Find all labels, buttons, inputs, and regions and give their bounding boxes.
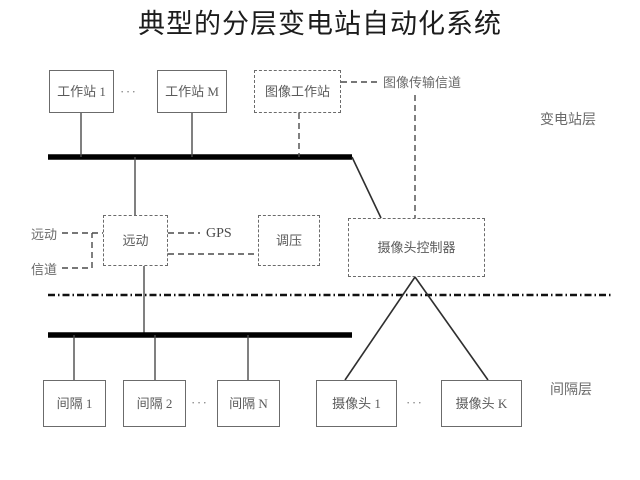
label-remote-channel-line1: 远动	[31, 227, 58, 242]
label-station-level: 变电站层	[540, 113, 596, 128]
node-workstation-1[interactable]: 工作站 1	[49, 70, 114, 113]
node-label: 调压	[275, 233, 302, 248]
node-label: 摄像头控制器	[377, 240, 456, 255]
label-gps: GPS	[206, 226, 232, 241]
label-remote-channel-line2: 信道	[31, 262, 58, 277]
wire-controller-to-camera1	[344, 276, 416, 381]
label-bay-level: 间隔层	[550, 383, 592, 398]
node-label: 摄像头 K	[455, 396, 508, 411]
bay-ellipsis: ···	[191, 395, 209, 410]
node-camera-1[interactable]: 摄像头 1	[316, 380, 397, 427]
node-label: 间隔 1	[56, 396, 93, 411]
wire-bus-to-camera-controller	[351, 156, 382, 219]
node-image-workstation[interactable]: 图像工作站	[254, 70, 341, 113]
node-bay-n[interactable]: 间隔 N	[217, 380, 280, 427]
wire-remote-channel-lower	[62, 233, 93, 269]
workstation-ellipsis: ···	[120, 84, 138, 99]
node-label: 工作站 1	[57, 84, 106, 99]
node-bay-1[interactable]: 间隔 1	[43, 380, 106, 427]
node-voltage-regulator[interactable]: 调压	[258, 215, 320, 266]
label-image-transmission-channel: 图像传输信道	[383, 75, 462, 90]
wire-controller-to-cameraK	[414, 276, 489, 381]
node-workstation-m[interactable]: 工作站 M	[157, 70, 227, 113]
node-label: 远动	[122, 233, 149, 248]
node-label: 间隔 N	[229, 396, 268, 411]
node-label: 摄像头 1	[332, 396, 381, 411]
node-bay-2[interactable]: 间隔 2	[123, 380, 186, 427]
node-label: 工作站 M	[165, 84, 219, 99]
node-camera-k[interactable]: 摄像头 K	[441, 380, 522, 427]
camera-ellipsis: ···	[406, 395, 424, 410]
page-title: 典型的分层变电站自动化系统	[138, 9, 502, 39]
node-label: 图像工作站	[264, 84, 330, 99]
node-camera-controller[interactable]: 摄像头控制器	[348, 218, 485, 277]
node-remote-unit[interactable]: 远动	[103, 215, 168, 266]
node-label: 间隔 2	[136, 396, 173, 411]
